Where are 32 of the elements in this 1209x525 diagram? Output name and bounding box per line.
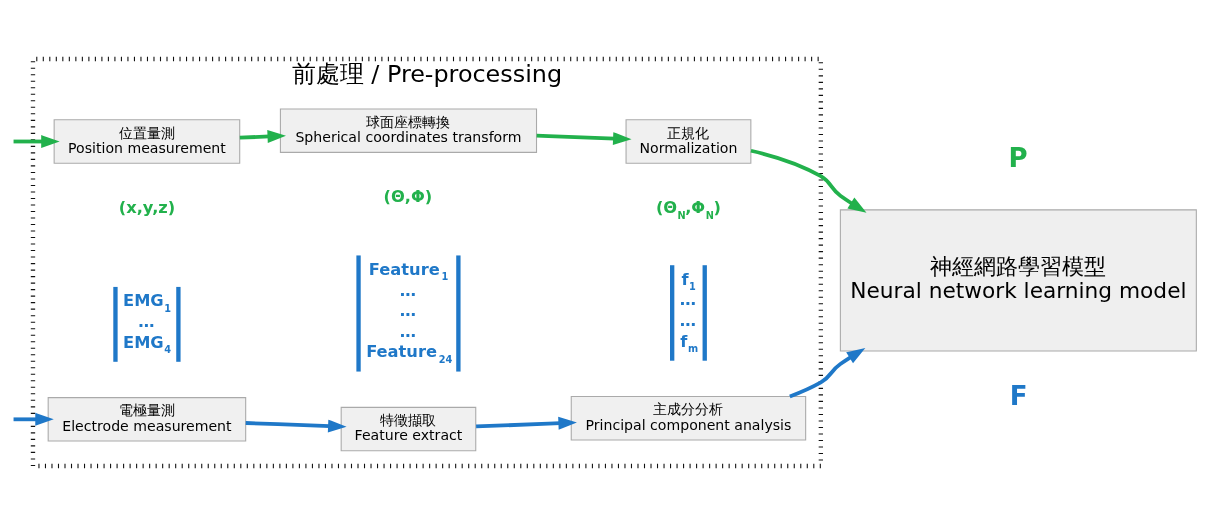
arrow (476, 416, 577, 430)
node-box: 主成分分析 Principal component analysis (570, 395, 807, 441)
label: … (679, 310, 697, 330)
node-box: 位置量測 Position measurement (53, 119, 241, 164)
label: P (1008, 142, 1028, 173)
node-box: 電極量測 Electrode measurement (47, 397, 247, 442)
label: … (399, 301, 417, 321)
label: (Θ$_{N}$,Φ$_{N}$) (655, 198, 721, 221)
label: f$_{m}$ (680, 331, 699, 355)
node-box: 特徵擷取 Feature extract (340, 406, 477, 452)
label: (x,y,z) (118, 198, 176, 218)
label: f$_{1}$ (681, 269, 696, 293)
label: … (399, 321, 417, 341)
node-box: 球面座標轉換 Spherical coordinates transform (279, 108, 538, 153)
arrow (239, 130, 286, 143)
label: EMG$_{4}$ (123, 332, 172, 356)
arrow (13, 135, 60, 148)
arrow (536, 132, 632, 146)
label: Feature$_{1}$ (368, 259, 449, 283)
arrow (789, 348, 866, 399)
node-box: 正規化 Normalization (625, 119, 752, 164)
arrow (750, 148, 867, 213)
label: Feature$_{24}$ (366, 342, 453, 365)
node-box: 神經網路學習模型 Neural network learning model (839, 209, 1197, 352)
label: … (138, 312, 155, 332)
arrow (13, 412, 54, 426)
label: … (399, 280, 417, 300)
label: … (679, 290, 697, 310)
label: F (1009, 381, 1028, 412)
arrow (245, 419, 347, 433)
label: EMG$_{1}$ (123, 291, 172, 314)
label: (Θ,Φ) (383, 187, 433, 207)
